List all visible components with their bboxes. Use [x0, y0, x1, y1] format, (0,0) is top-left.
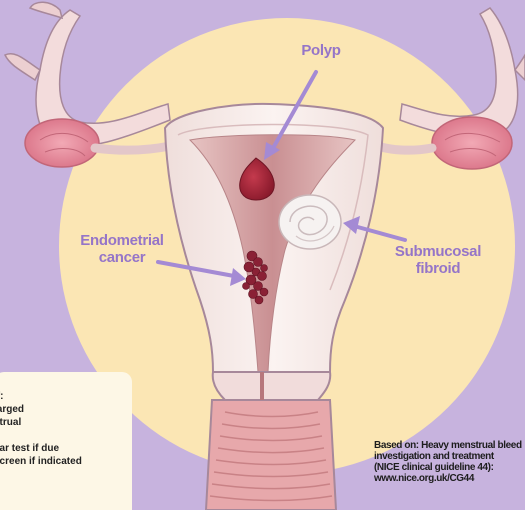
submucosal-fibroid-label-line-1: Submucosal [378, 243, 498, 260]
cervix [213, 372, 331, 400]
submucosal-fibroid-label: Submucosal fibroid [378, 243, 498, 277]
endometrial-cancer-label: Endometrial cancer [62, 232, 182, 266]
info-box-line: ear test if due [0, 442, 132, 455]
left-ovary [25, 119, 99, 167]
submucosal-fibroid [279, 195, 341, 249]
source-note-line: www.nice.org.uk/CG44 [374, 473, 524, 484]
info-box-line: screen if indicated [0, 455, 132, 468]
info-box: if: larged strual ear test if due screen… [0, 372, 132, 510]
polyp-label-text: Polyp [286, 42, 356, 59]
right-ovary [432, 117, 512, 169]
endometrial-cancer-label-line-2: cancer [62, 249, 182, 266]
submucosal-fibroid-label-line-2: fibroid [378, 260, 498, 277]
info-box-line: larged [0, 403, 132, 416]
info-box-line: if: [0, 390, 132, 403]
info-box-line [0, 429, 132, 442]
endometrial-cancer-label-line-1: Endometrial [62, 232, 182, 249]
source-note-line: Based on: Heavy menstrual bleed [374, 440, 524, 451]
right-ligament [378, 146, 432, 150]
info-box-line: strual [0, 416, 132, 429]
source-note-line: (NICE clinical guideline 44): [374, 462, 524, 473]
polyp-label: Polyp [286, 42, 356, 59]
source-note-line: investigation and treatment [374, 451, 524, 462]
left-ligament [95, 146, 170, 150]
source-note: Based on: Heavy menstrual bleed investig… [374, 440, 524, 484]
